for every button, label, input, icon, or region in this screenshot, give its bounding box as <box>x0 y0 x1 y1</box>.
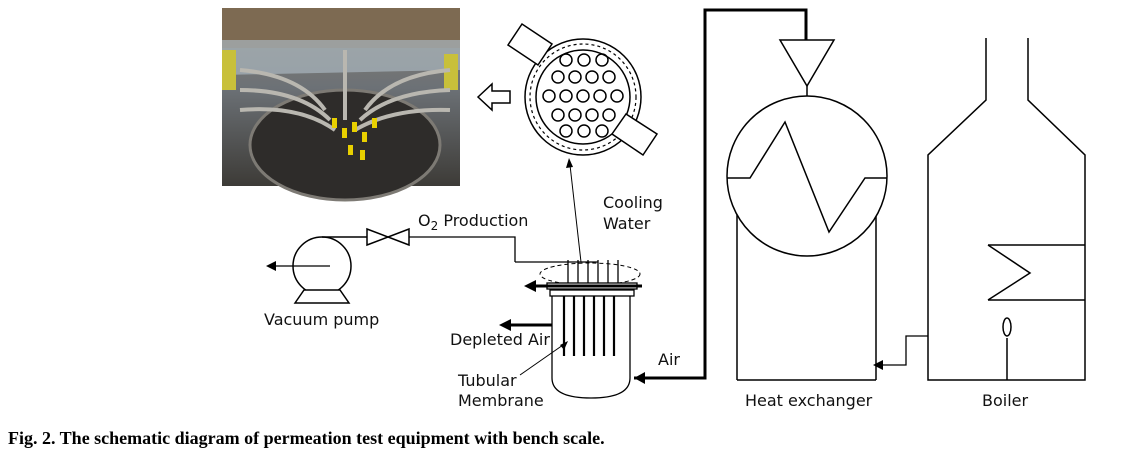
figure-caption: Fig. 2. The schematic diagram of permeat… <box>8 428 605 448</box>
tubular-membrane-label-line2: Membrane <box>458 391 544 410</box>
module-to-view-arrow <box>566 158 582 263</box>
depleted-air-label: Depleted Air <box>450 330 550 349</box>
apparatus-photo <box>222 8 460 202</box>
air-line <box>634 8 808 384</box>
module-top-view <box>506 22 659 157</box>
vacuum-pump <box>266 236 367 304</box>
heat-exchanger-label: Heat exchanger <box>745 391 873 410</box>
flue-gas-line <box>873 335 928 370</box>
boiler <box>927 38 1086 381</box>
o2-production-line <box>409 236 516 262</box>
cooling-water-label-line1: Cooling <box>603 193 663 212</box>
membrane-module <box>499 260 642 399</box>
o2-production-label: O2 Production <box>418 211 528 233</box>
cooling-water-label-line2: Water <box>603 214 651 233</box>
boiler-label: Boiler <box>982 391 1029 410</box>
air-label: Air <box>658 350 680 369</box>
valve <box>366 227 410 247</box>
photo-pointer-arrow <box>476 82 511 112</box>
tubular-membrane-label-line1: Tubular <box>457 371 517 390</box>
vacuum-pump-label: Vacuum pump <box>264 310 379 329</box>
heat-exchanger <box>726 39 888 381</box>
